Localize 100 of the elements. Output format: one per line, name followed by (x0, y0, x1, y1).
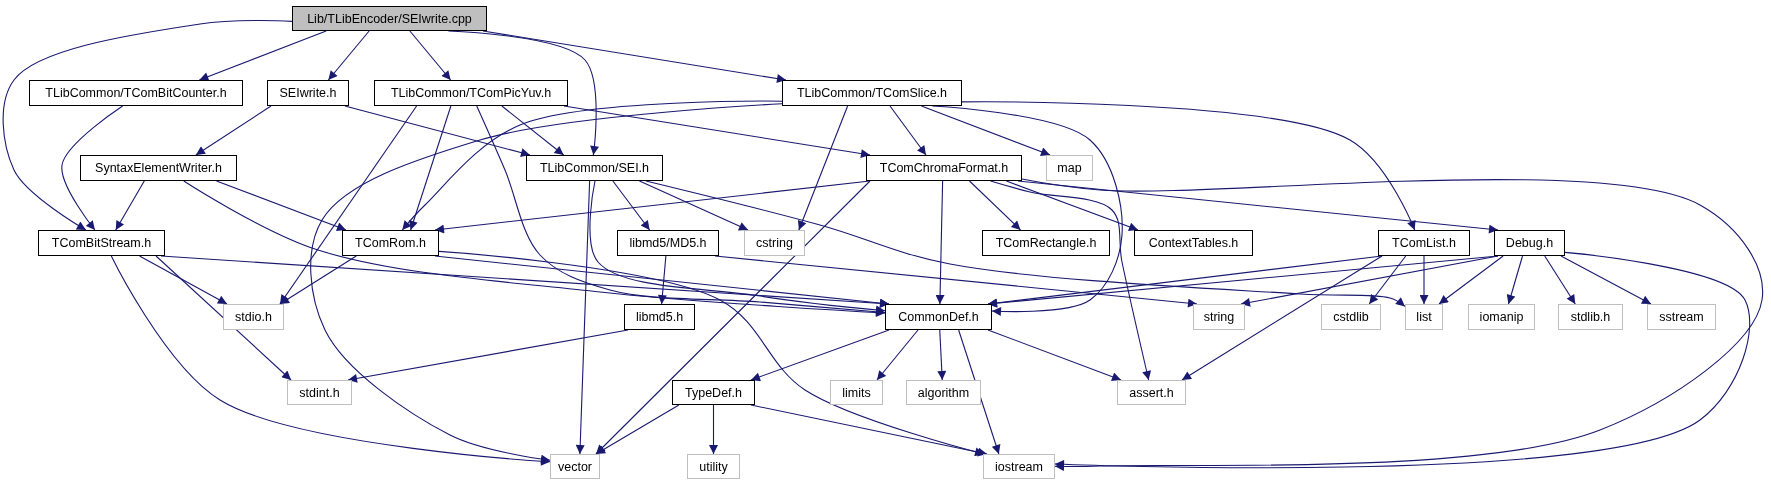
file-name: TLibCommon/TComPicYuv.h (390, 86, 552, 100)
file-name: SEIwrite.h (279, 86, 337, 100)
include-arrow (110, 255, 551, 466)
file-name: TLibCommon/SEI.h (539, 161, 650, 175)
file-name: cstring (756, 236, 793, 250)
file-name: TComChromaFormat.h (879, 161, 1009, 175)
include-arrow (279, 255, 357, 305)
include-arrow (1544, 255, 1576, 305)
file-name: stdio.h (235, 310, 272, 324)
include-arrow (183, 180, 886, 318)
include-arrow (1021, 178, 1764, 471)
file-name: sstream (1659, 310, 1704, 324)
include-arrow (279, 105, 418, 305)
file-box (38, 230, 165, 256)
file-box (906, 380, 981, 405)
file-box (292, 6, 487, 31)
file-box (1193, 304, 1245, 330)
file-name: libmd5/MD5.h (629, 236, 707, 250)
file-name: map (1057, 161, 1082, 175)
include-arrow (595, 404, 680, 455)
file-box (80, 155, 237, 181)
file-box (1494, 230, 1565, 256)
file-name: TLibCommon/TComSlice.h (796, 86, 947, 100)
file-name: utility (699, 459, 728, 474)
file-box (983, 454, 1055, 479)
file-box (374, 80, 568, 106)
include-arrow (612, 180, 651, 231)
include-arrow (935, 180, 945, 305)
include-arrow (645, 180, 1406, 307)
include-arrow (709, 404, 718, 455)
file-box (287, 380, 352, 405)
file-box (1134, 230, 1253, 256)
file-name: algorithm (917, 385, 970, 400)
include-arrow (937, 329, 947, 381)
file-name: vector (557, 459, 592, 474)
include-arrow (750, 404, 988, 457)
include-arrow (401, 100, 783, 231)
file-box (782, 80, 962, 106)
include-arrow (589, 180, 886, 315)
include-arrow (155, 255, 292, 381)
include-arrow (195, 105, 272, 156)
include-arrow (575, 180, 591, 455)
include-arrow (327, 30, 370, 81)
file-name: string (1203, 310, 1235, 324)
file-name: Debug.h (1505, 236, 1554, 250)
file-name: list (1416, 310, 1432, 324)
file-box (617, 230, 719, 256)
include-arrow (987, 329, 1122, 382)
file-name: CommonDef.h (898, 310, 979, 324)
file-name: libmd5.h (635, 310, 684, 324)
file-box (1558, 304, 1623, 330)
file-box (982, 230, 1110, 256)
file-box (830, 380, 883, 405)
file-box (1378, 230, 1470, 256)
include-arrow (798, 105, 849, 231)
file-name: TComRom.h (355, 236, 426, 250)
file-box (885, 304, 992, 330)
include-arrow (750, 329, 890, 382)
include-arrow (409, 105, 452, 231)
include-arrow (889, 105, 927, 156)
file-name: iostream (995, 459, 1043, 474)
file-name: limits (842, 385, 871, 400)
file-box (624, 304, 695, 330)
file-name: stdint.h (299, 385, 340, 400)
include-arrow (968, 180, 1022, 231)
file-box (866, 155, 1022, 181)
file-box (342, 230, 439, 256)
file-box (1468, 304, 1535, 330)
file-box (526, 155, 663, 181)
file-name: TComList.h (1392, 236, 1456, 250)
file-box (1647, 304, 1716, 330)
include-arrow (1181, 255, 1383, 381)
file-box (267, 80, 349, 106)
include-arrow (1005, 180, 1139, 232)
include-arrow (115, 180, 145, 231)
file-name: TComRectangle.h (995, 236, 1097, 250)
file-box (1046, 155, 1093, 181)
file-box (223, 304, 284, 330)
include-arrow (1419, 255, 1429, 305)
file-name: Lib/TLibEncoder/SEIwrite.cpp (307, 11, 472, 26)
file-name: stdlib.h (1570, 310, 1611, 324)
include-arrow (501, 105, 565, 156)
file-name: cstdlib (1333, 310, 1369, 324)
include-arrow (1368, 255, 1407, 305)
file-box (1321, 304, 1381, 330)
file-name: TypeDef.h (685, 385, 742, 400)
file-name: iomanip (1479, 310, 1524, 324)
include-arrow (1054, 251, 1751, 469)
file-box (672, 380, 755, 405)
include-arrow (61, 105, 124, 231)
include-arrow (198, 30, 327, 81)
include-arrow (595, 180, 871, 455)
include-arrow (876, 329, 919, 381)
include-arrow (990, 180, 1151, 381)
include-arrow (215, 180, 347, 231)
include-arrow (1560, 255, 1652, 305)
file-box (1405, 304, 1443, 330)
include-arrow (657, 255, 667, 305)
file-box (550, 454, 600, 479)
include-arrow (344, 105, 531, 158)
